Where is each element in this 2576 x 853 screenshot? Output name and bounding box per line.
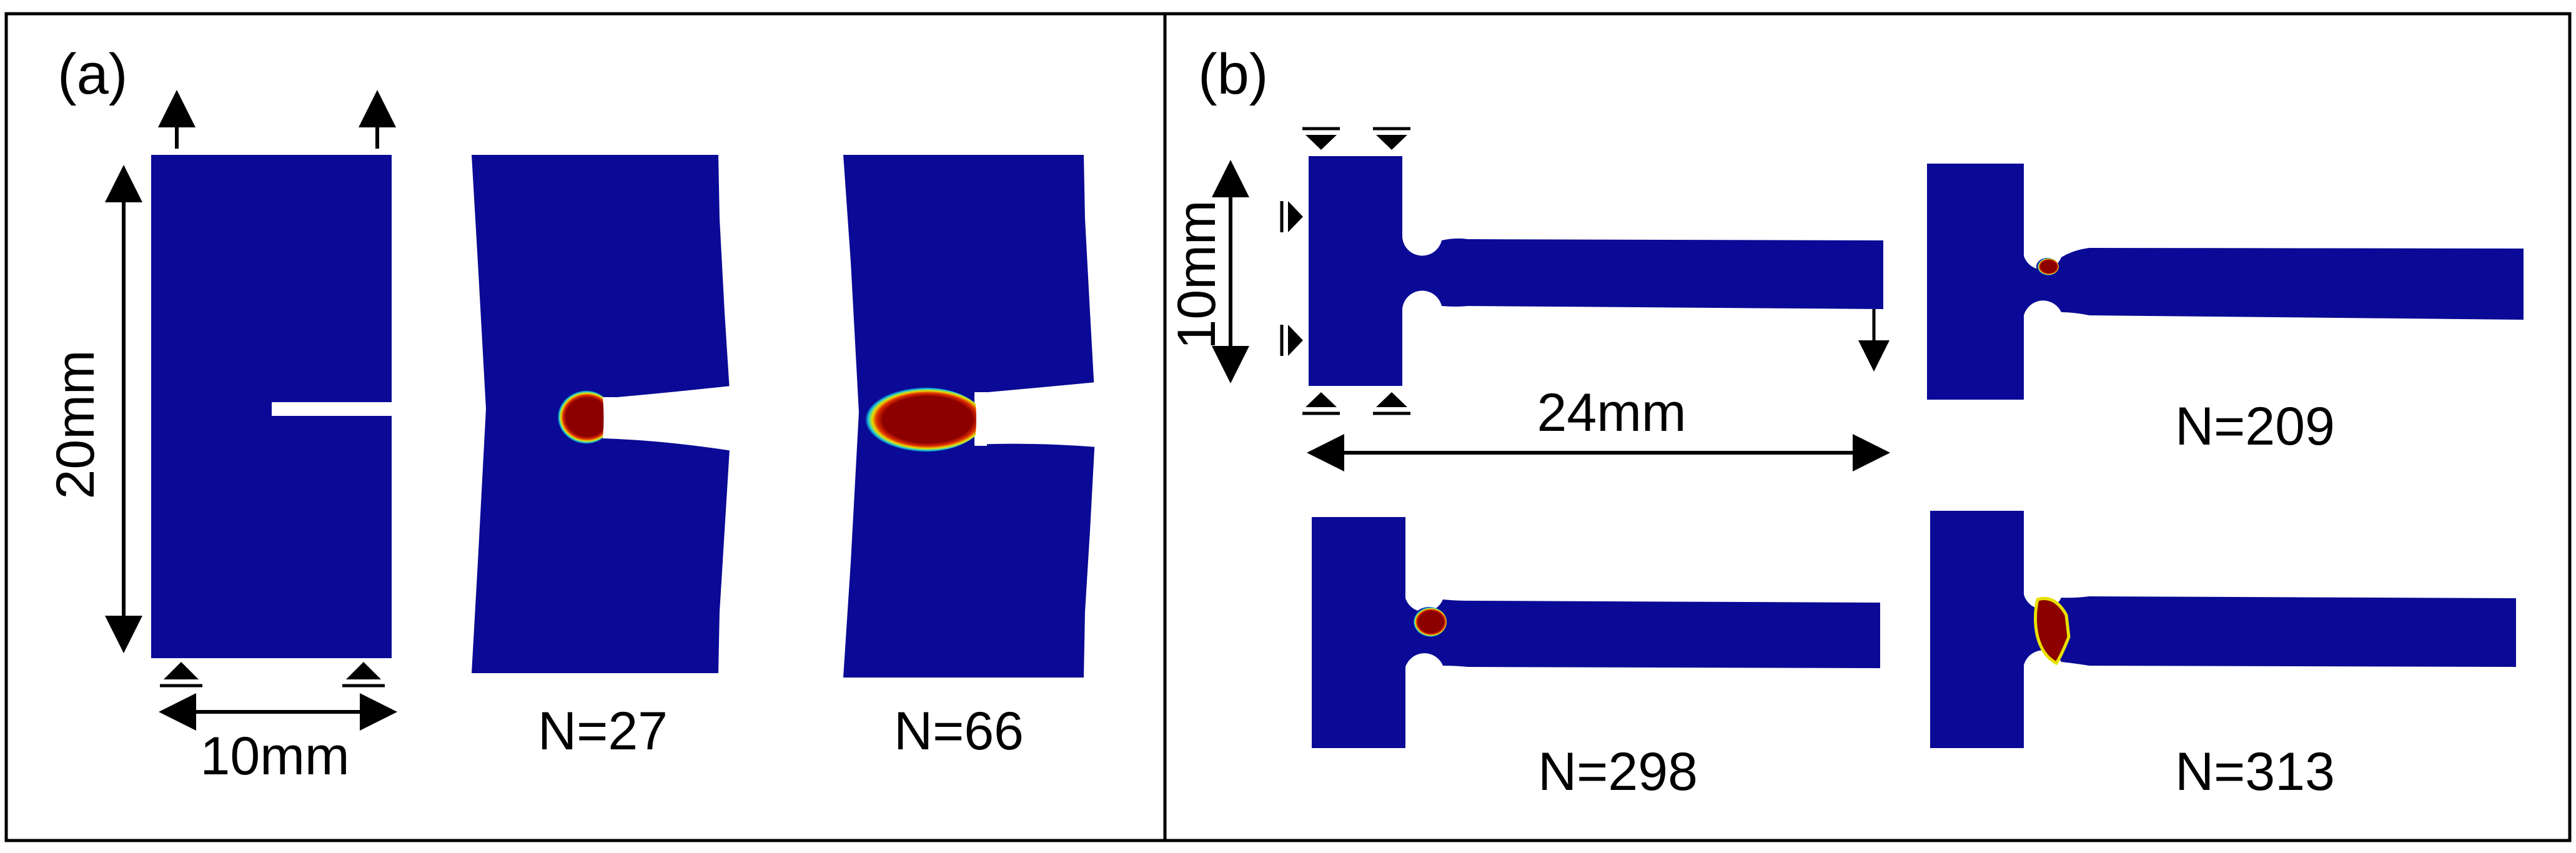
stage-label-n209: N=209 — [2175, 397, 2335, 456]
damage-zone — [555, 390, 613, 444]
panel-b-specimen-reference — [1309, 156, 1883, 386]
width-dimension-label: 10mm — [201, 726, 350, 786]
height-dimension-label-b: 10mm — [1167, 200, 1227, 350]
length-dimension-label: 24mm — [1537, 383, 1687, 443]
crack-opening — [603, 386, 732, 451]
stage-label-n313: N=313 — [2175, 742, 2335, 802]
panel-b-specimen-n313 — [1930, 511, 2516, 748]
panel-b-specimen-n298 — [1312, 517, 1880, 748]
crack-opening — [974, 382, 1097, 447]
damage-zone — [2034, 597, 2071, 666]
height-dimension-label: 20mm — [46, 350, 106, 500]
damage-zone — [859, 387, 984, 452]
stage-label-n27: N=27 — [538, 701, 668, 761]
stage-label-n66: N=66 — [894, 701, 1024, 761]
stage-label-n298: N=298 — [1538, 742, 1698, 802]
panel-a-specimen-n27 — [472, 155, 732, 673]
tension-arrow-icon — [158, 90, 396, 149]
roller-support-icon — [1280, 127, 1410, 415]
panel-b: (b) 10mm — [1167, 42, 2524, 802]
roller-support-icon — [160, 662, 385, 688]
damage-zone — [2036, 258, 2059, 275]
panel-a-label: (a) — [57, 42, 127, 106]
panel-b-label: (b) — [1198, 42, 1268, 106]
panel-b-specimen-n209 — [1927, 164, 2524, 400]
figure-frame — [4, 12, 2572, 842]
panel-a-specimen-undeformed — [151, 155, 392, 658]
panel-a-specimen-n66 — [843, 155, 1097, 678]
initial-crack — [272, 402, 392, 416]
damage-zone — [1412, 607, 1447, 637]
panel-a: (a) 20mm 10mm — [46, 42, 1097, 786]
